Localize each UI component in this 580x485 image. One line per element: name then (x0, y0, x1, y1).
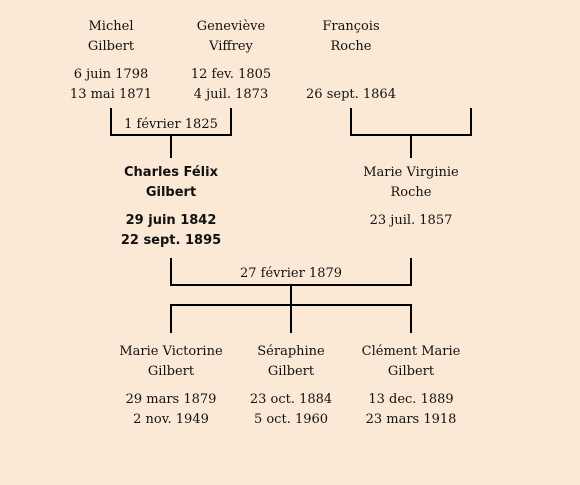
person-michel-gilbert: Michel Gilbert 6 juin 1798 13 mai 1871 (41, 17, 181, 105)
birth-date: 23 oct. 1884 (249, 392, 333, 407)
person-francois-roche: François Roche 26 sept. 1864 (281, 17, 421, 105)
person-last-name: Viffrey (209, 39, 253, 54)
death-date (341, 231, 481, 251)
person-first-name: Clément Marie (361, 344, 461, 359)
birth-date: 29 juin 1842 (125, 213, 217, 228)
person-marie-virginie-roche: Marie Virginie Roche 23 juil. 1857 (341, 163, 481, 251)
person-last-name: Gilbert (387, 364, 435, 379)
birth-date: 23 juil. 1857 (369, 213, 453, 228)
person-seraphine-gilbert: Séraphine Gilbert 23 oct. 1884 5 oct. 19… (221, 342, 361, 430)
death-date: 4 juil. 1873 (193, 87, 269, 102)
death-date: 23 mars 1918 (365, 412, 457, 427)
birth-date: 6 juin 1798 (73, 67, 149, 82)
person-marie-victorine-gilbert: Marie Victorine Gilbert 29 mars 1879 2 n… (101, 342, 241, 430)
person-last-name: Gilbert (145, 185, 197, 200)
person-last-name: Gilbert (147, 364, 195, 379)
marriage-date-top: 1 février 1825 (124, 117, 218, 132)
death-date: 5 oct. 1960 (253, 412, 329, 427)
grandparents-roche-bracket (350, 108, 472, 136)
birth-date: 29 mars 1879 (125, 392, 217, 407)
death-date: 13 mai 1871 (69, 87, 153, 102)
person-genevieve-viffrey: Geneviève Viffrey 12 fev. 1805 4 juil. 1… (161, 17, 301, 105)
person-first-name: Geneviève (196, 19, 266, 34)
person-first-name: Marie Victorine (119, 344, 223, 359)
person-last-name: Gilbert (267, 364, 315, 379)
person-last-name: Roche (390, 185, 432, 200)
person-charles-felix-gilbert: Charles Félix Gilbert 29 juin 1842 22 se… (101, 163, 241, 251)
person-first-name: Charles Félix (124, 165, 218, 180)
death-date: 26 sept. 1864 (306, 87, 396, 102)
person-first-name: François (322, 19, 380, 34)
birth-date: 12 fev. 1805 (190, 67, 272, 82)
person-first-name: Séraphine (257, 344, 325, 359)
death-date: 22 sept. 1895 (120, 233, 222, 248)
person-last-name: Gilbert (87, 39, 135, 54)
person-first-name: Michel (88, 19, 134, 34)
marriage-date-mid: 27 février 1879 (239, 266, 343, 281)
birth-date (281, 65, 421, 85)
death-date: 2 nov. 1949 (133, 412, 209, 427)
birth-date: 13 dec. 1889 (368, 392, 454, 407)
person-first-name: Marie Virginie (363, 165, 459, 180)
person-clement-marie-gilbert: Clément Marie Gilbert 13 dec. 1889 23 ma… (341, 342, 481, 430)
person-last-name: Roche (330, 39, 372, 54)
